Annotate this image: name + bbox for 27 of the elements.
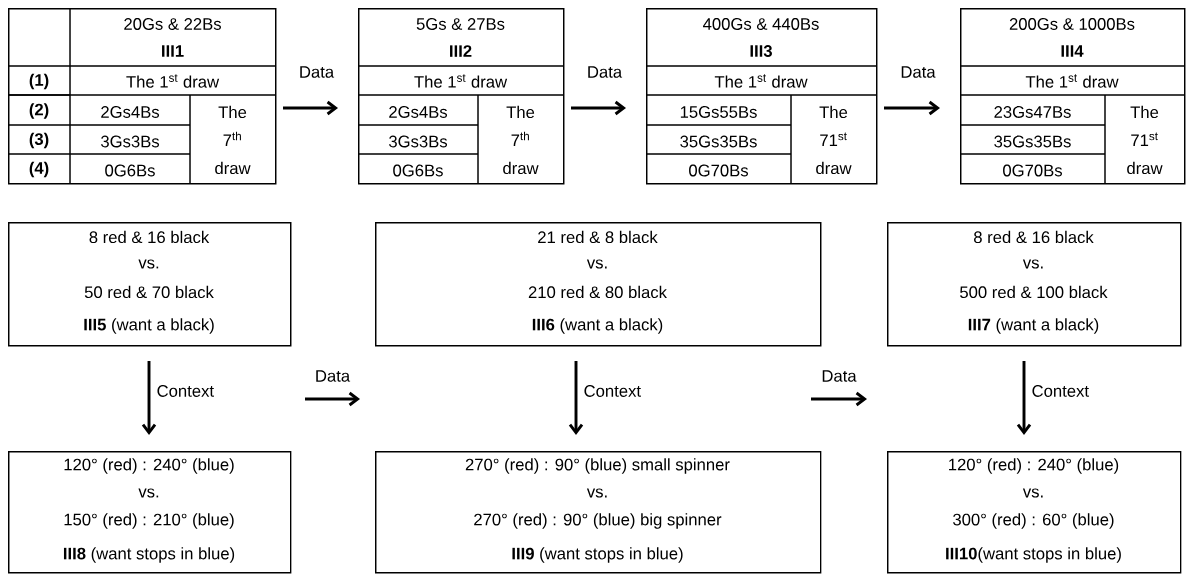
row-label: (4) [29, 161, 49, 178]
edge-label: Data [588, 66, 623, 78]
arrow [884, 100, 940, 116]
edge-label: Data [901, 66, 936, 78]
data-table: 400Gs & 440Bs III3 The 1$^{st}$ draw 15Gs55Bs 35Gs35Bs 0G70Bs The 71$^{st}$ draw [645, 8, 878, 185]
edge-label: Context [1032, 385, 1089, 397]
text-box: 270° (red) : 90° (blue) small spinner vs. 270° (red) : 90° (blue) big spinner III9 (want stops in blue) [375, 451, 822, 574]
arrow [141, 361, 157, 435]
edge-label: Data [300, 66, 335, 78]
arrow-label: Data [822, 370, 857, 382]
data-table: 5Gs & 27Bs III2 The 1$^{st}$ draw 2Gs4Bs 3Gs3Bs 0G6Bs The 7$^{th}$ draw [357, 8, 565, 185]
row-label: (3) [29, 132, 49, 149]
arrow [568, 361, 584, 435]
text-box: 21 red & 8 black vs. 210 red & 80 black III6 (want a black) [375, 222, 822, 347]
row-label: (2) [29, 103, 49, 119]
edge-label: Context [157, 385, 214, 397]
arrow [1016, 361, 1032, 435]
data-table: 200Gs & 1000Bs III4 The 1$^{st}$ draw 23Gs47Bs 35Gs35Bs 0G70Bs The 71$^{st}$ draw [959, 8, 1186, 185]
row-label: (1) [29, 73, 49, 90]
text-box: 120° (red) : 240° (blue) vs. 150° (red) : 210° (blue) III8 (want stops in blue) [8, 451, 292, 574]
text-box: 8 red & 16 black vs. 50 red & 70 black III5 (want a black) [8, 222, 292, 347]
edge-label: Context [584, 385, 641, 397]
arrow [283, 100, 338, 116]
arrow [571, 100, 626, 116]
text-box: 120° (red) : 240° (blue) vs. 300° (red) : 60° (blue) III10(want stops in blue) [887, 451, 1182, 574]
arrow-label: Data [316, 370, 351, 382]
text-box: 8 red & 16 black vs. 500 red & 100 black III7 (want a black) [887, 222, 1182, 347]
